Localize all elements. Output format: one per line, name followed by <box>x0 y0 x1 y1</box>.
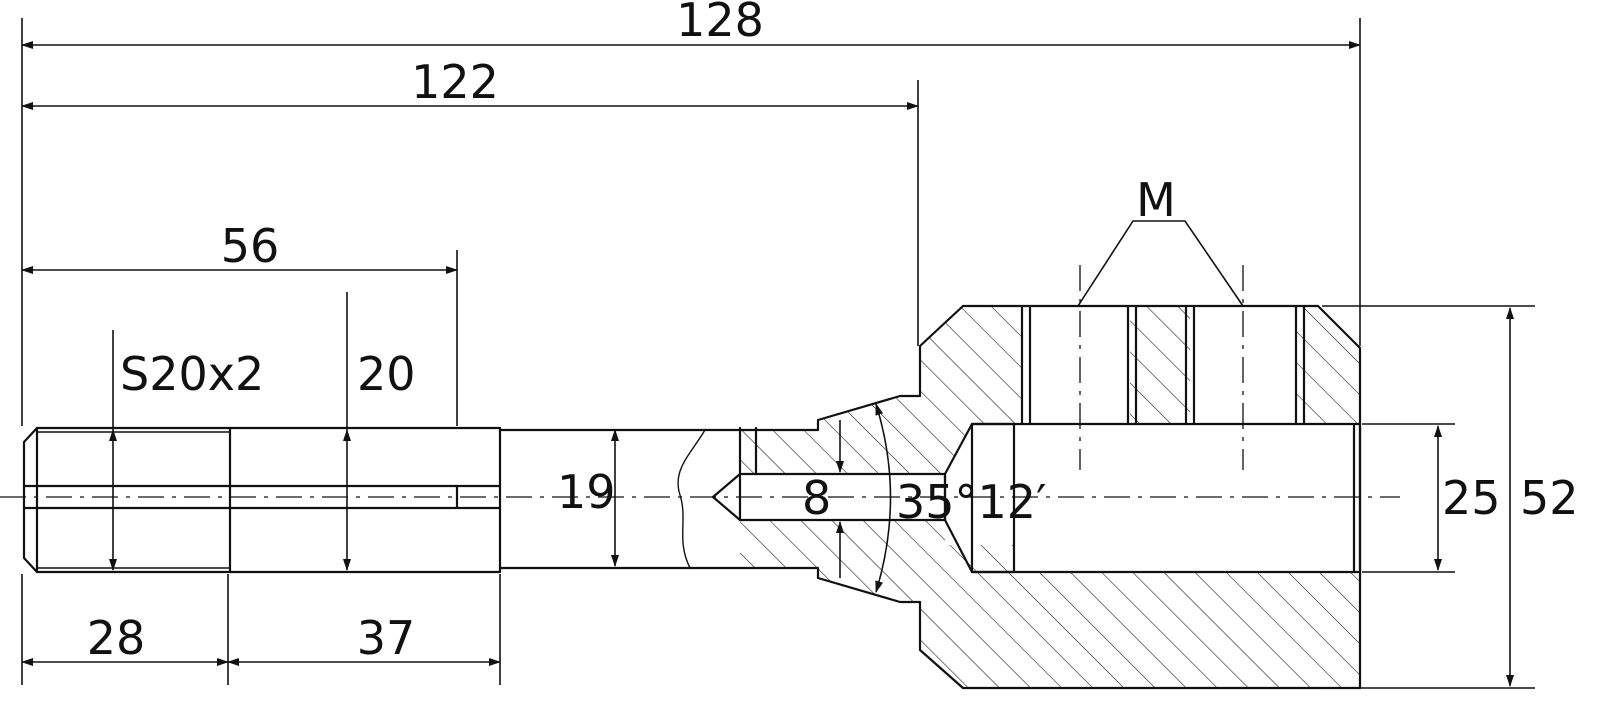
label-cone-angle: 35°12′ <box>896 475 1047 529</box>
label-thread-spec: S20x2 <box>120 347 264 401</box>
label-19: 19 <box>557 465 616 519</box>
label-8: 8 <box>802 471 831 525</box>
label-52: 52 <box>1520 471 1579 525</box>
label-m: M <box>1136 173 1176 227</box>
dim-arc-angle <box>875 403 892 593</box>
label-128: 128 <box>676 0 764 47</box>
dimension-labels: 128 122 56 S20x2 20 19 8 35°12′ 25 52 28… <box>87 0 1579 665</box>
dimension-lines <box>21 41 1514 687</box>
extension-lines <box>21 18 1535 689</box>
label-122: 122 <box>411 55 499 109</box>
label-25: 25 <box>1442 471 1501 525</box>
label-37: 37 <box>357 611 416 665</box>
label-28: 28 <box>87 611 146 665</box>
center-lines <box>0 265 1400 498</box>
section-hatching <box>690 306 1360 688</box>
leader-m <box>1077 220 1244 307</box>
part-outline <box>22 426 707 574</box>
label-56: 56 <box>221 219 280 273</box>
label-20: 20 <box>357 347 416 401</box>
head-outline <box>677 304 1362 690</box>
